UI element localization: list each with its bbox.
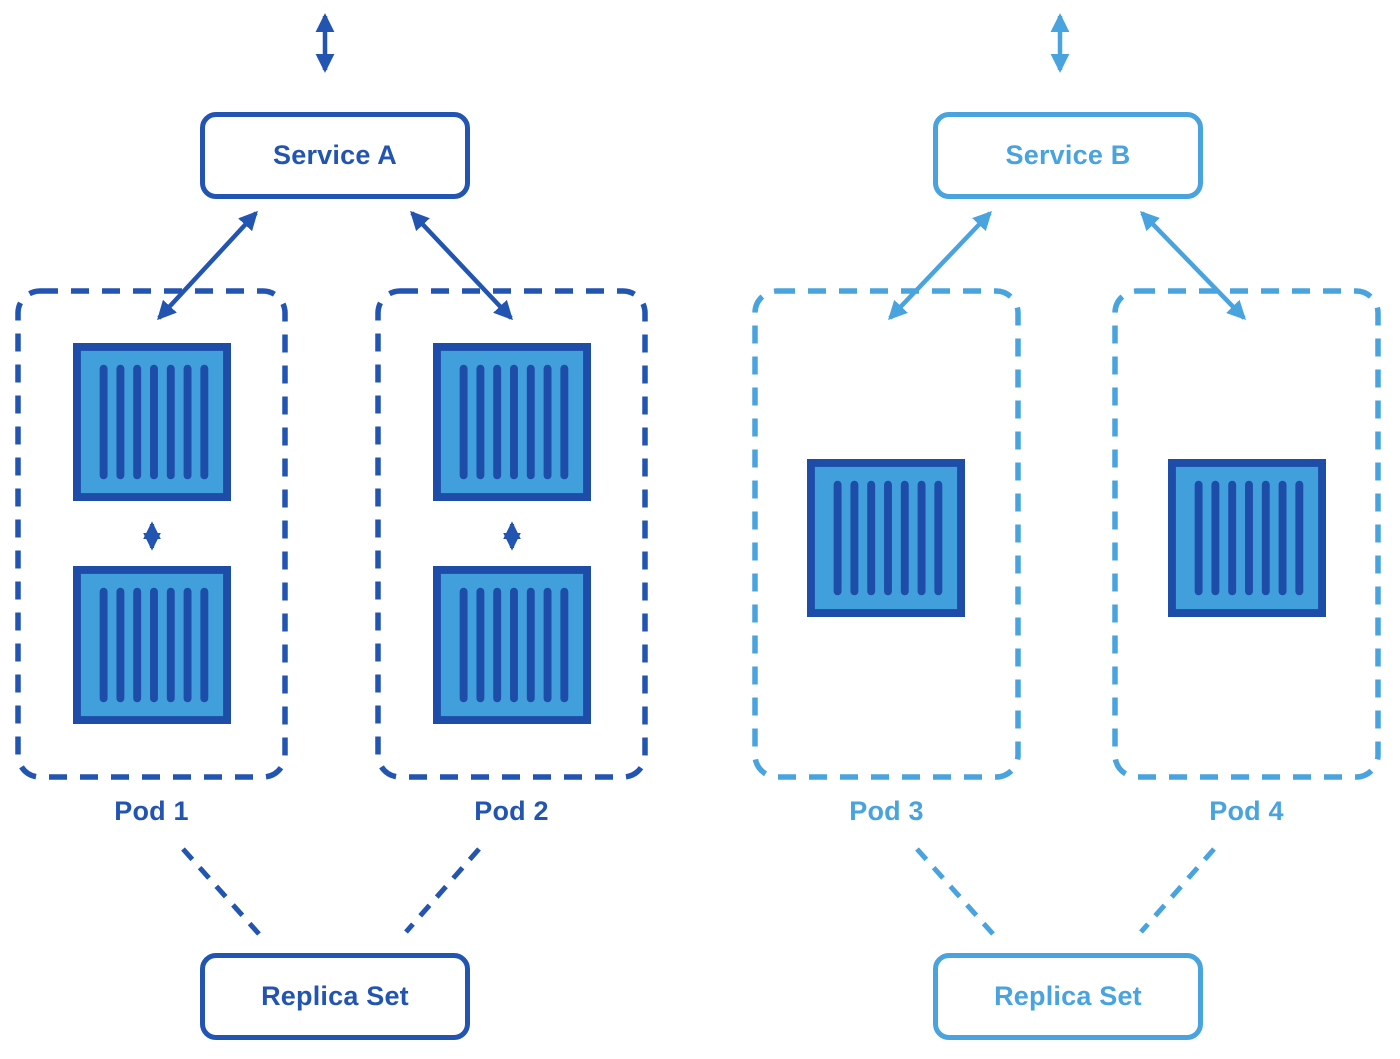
pod-3-boundary [752, 288, 1021, 780]
pod1-replicaset-link [181, 847, 261, 936]
container-icon [811, 463, 961, 613]
pod2-replicaset-link [404, 847, 481, 934]
container-icon [77, 570, 227, 720]
service-b-node: Service B [933, 112, 1203, 199]
double-headed-arrow-icon [1140, 210, 1246, 321]
pod-2-label: Pod 2 [474, 796, 549, 826]
pod-1-boundary [15, 288, 288, 780]
pod-4-boundary [1112, 288, 1381, 780]
pod-2-boundary [375, 288, 648, 780]
replica-set-right-label: Replica Set [994, 981, 1142, 1011]
pod-3-label: Pod 3 [849, 796, 924, 826]
pod4-replicaset-link [1139, 847, 1216, 934]
service-a-label: Service A [273, 140, 397, 170]
container-icon [1172, 463, 1322, 613]
container-icon [437, 347, 587, 497]
replica-set-left-node: Replica Set [200, 953, 470, 1040]
double-headed-arrow-icon [157, 210, 258, 321]
double-headed-arrow-icon [410, 210, 513, 321]
container-icon [437, 570, 587, 720]
replica-set-right-node: Replica Set [933, 953, 1203, 1040]
service-b-label: Service B [1005, 140, 1131, 170]
pod-1-label: Pod 1 [114, 796, 189, 826]
service-a-node: Service A [200, 112, 470, 199]
pod-4-label: Pod 4 [1209, 796, 1284, 826]
pod3-replicaset-link [915, 847, 995, 936]
replica-set-left-label: Replica Set [261, 981, 409, 1011]
container-icon [77, 347, 227, 497]
double-headed-arrow-icon [888, 210, 992, 321]
